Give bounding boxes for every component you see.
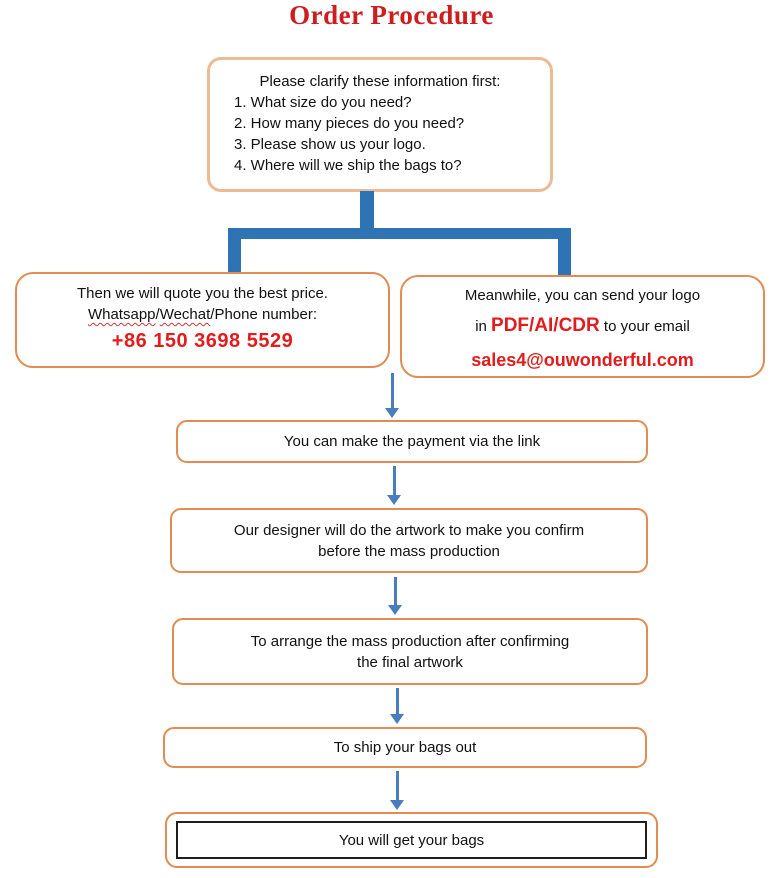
slash: / xyxy=(155,306,160,323)
logo-line-2: in PDF/AI/CDR to your email xyxy=(475,315,690,337)
step-receive-bags-box: You will get your bags xyxy=(165,812,658,868)
step-text: Our designer will do the artwork to make… xyxy=(233,521,585,539)
send-logo-box: Meanwhile, you can send your logo in PDF… xyxy=(400,275,765,378)
clarify-heading: Please clarify these information first: xyxy=(259,73,501,90)
step-text: To ship your bags out xyxy=(333,739,477,756)
step-mass-production-box: To arrange the mass production after con… xyxy=(172,618,648,685)
arrow-shaft xyxy=(392,466,396,495)
arrow-head xyxy=(390,800,404,810)
clarify-item-2: 2. How many pieces do you need? xyxy=(234,115,465,132)
down-arrow-icon xyxy=(385,373,399,418)
clarify-item-1: 1. What size do you need? xyxy=(234,94,412,111)
phone-number: +86 150 3698 5529 xyxy=(111,330,294,352)
contact-line-rest: /Phone number: xyxy=(210,306,318,323)
email-address: sales4@ouwonderful.com xyxy=(471,350,694,370)
contact-line: Whatsapp/Wechat/Phone number: xyxy=(88,304,317,325)
wechat-word: Wechat xyxy=(159,306,211,323)
connector-stem xyxy=(360,191,374,232)
whatsapp-word: Whatsapp xyxy=(87,306,156,323)
arrow-head xyxy=(387,495,401,505)
down-arrow-icon xyxy=(390,771,404,810)
arrow-shaft xyxy=(390,373,394,408)
down-arrow-icon xyxy=(387,466,401,505)
logo-line-2-suffix: to your email xyxy=(599,318,690,335)
arrow-shaft xyxy=(393,577,397,605)
receive-bags-inner-frame: You will get your bags xyxy=(176,821,647,859)
step-payment-box: You can make the payment via the link xyxy=(176,420,648,463)
logo-line-1: Meanwhile, you can send your logo xyxy=(464,287,701,304)
step-text: before the mass production xyxy=(318,542,500,560)
step-text: To arrange the mass production after con… xyxy=(250,632,570,650)
step-text: You will get your bags xyxy=(338,831,485,849)
arrow-head xyxy=(390,714,404,724)
file-formats: PDF/AI/CDR xyxy=(491,315,600,336)
page-title: Order Procedure xyxy=(289,0,494,30)
arrow-head xyxy=(388,605,402,615)
connector-crossbar xyxy=(228,228,571,239)
clarify-info-box: Please clarify these information first: … xyxy=(207,57,553,192)
step-text: You can make the payment via the link xyxy=(283,433,541,450)
connector-right-leg xyxy=(558,228,571,277)
step-ship-box: To ship your bags out xyxy=(163,727,647,768)
step-text: the final artwork xyxy=(357,653,463,671)
clarify-item-3: 3. Please show us your logo. xyxy=(234,136,426,153)
arrow-shaft xyxy=(395,771,399,800)
arrow-shaft xyxy=(395,688,399,714)
step-artwork-box: Our designer will do the artwork to make… xyxy=(170,508,648,573)
down-arrow-icon xyxy=(390,688,404,724)
quote-line: Then we will quote you the best price. xyxy=(77,285,328,302)
quote-price-box: Then we will quote you the best price. W… xyxy=(15,272,390,368)
connector-left-leg xyxy=(228,228,241,274)
arrow-head xyxy=(385,408,399,418)
logo-line-2-prefix: in xyxy=(475,318,492,335)
down-arrow-icon xyxy=(388,577,402,615)
clarify-item-4: 4. Where will we ship the bags to? xyxy=(234,157,462,174)
